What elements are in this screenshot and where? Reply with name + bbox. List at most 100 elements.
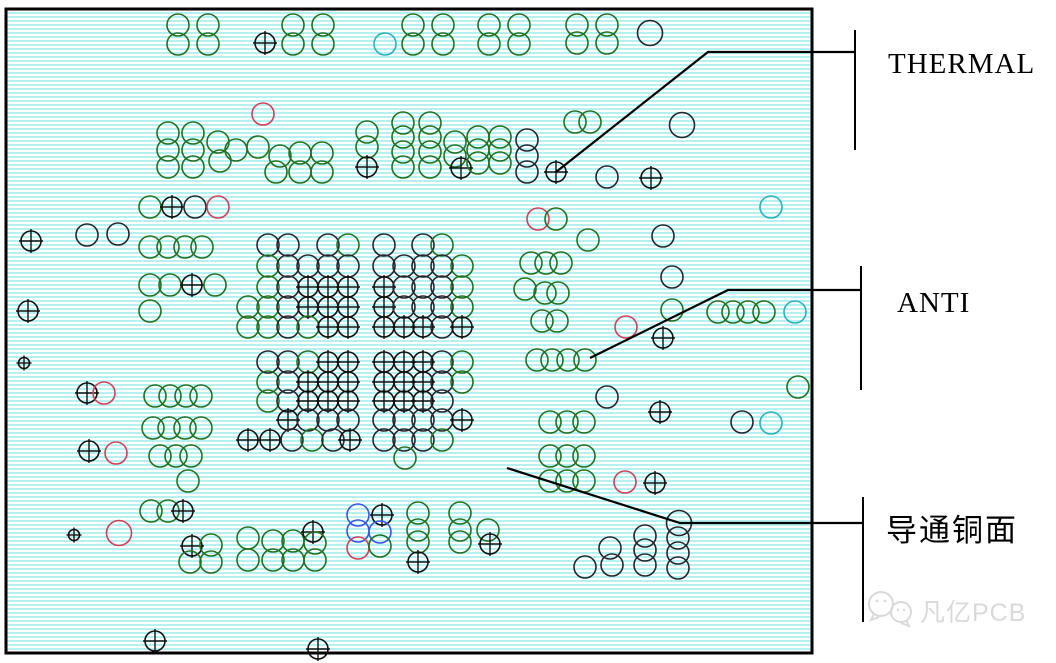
via-pad-cyan	[759, 411, 783, 435]
watermark: 凡亿PCB	[868, 591, 1025, 628]
via-pad-green	[181, 121, 205, 145]
via-pad-green	[174, 384, 198, 408]
via-pad-green	[311, 13, 335, 37]
thermal-relief-pad	[160, 195, 184, 219]
via-pad-green	[565, 13, 589, 37]
via-pad-green	[261, 548, 285, 572]
via-pad-green	[406, 501, 430, 525]
via-pad-dark	[651, 224, 675, 248]
via-pad-green	[786, 375, 810, 399]
via-pad-green	[448, 530, 472, 554]
via-pad-green	[199, 533, 223, 557]
via-pad-dark	[730, 410, 754, 434]
via-pad-dark	[430, 275, 454, 299]
via-pad-dark	[296, 408, 320, 432]
via-pad-green	[256, 315, 280, 339]
via-pad-green	[281, 32, 305, 56]
via-pad-green	[138, 299, 162, 323]
via-pad-green	[173, 235, 197, 259]
via-pad-green	[488, 125, 512, 149]
thermal-relief-pad	[171, 499, 195, 523]
via-pad-dark	[276, 315, 300, 339]
via-pad-green	[391, 125, 415, 149]
thermal-relief-pad	[143, 629, 167, 653]
via-pad-green	[310, 160, 334, 184]
via-pad-green	[507, 32, 531, 56]
via-pad-green	[303, 548, 327, 572]
via-pad-green	[538, 469, 562, 493]
via-pad-dark	[106, 222, 130, 246]
via-pad-dark	[411, 408, 435, 432]
via-pad-green	[190, 235, 214, 259]
leader-line-copper	[506, 466, 863, 525]
via-pad-green	[236, 315, 260, 339]
via-pad-dark	[256, 233, 280, 257]
via-pad-green	[196, 13, 220, 37]
via-pad-green	[430, 233, 454, 257]
label-anti: ANTI	[897, 287, 970, 319]
via-pad-green	[164, 444, 188, 468]
via-pad-green	[391, 111, 415, 135]
via-pad-red	[614, 315, 638, 339]
via-pad-green	[158, 384, 182, 408]
via-pad-green	[450, 370, 474, 394]
via-pad-green	[418, 125, 442, 149]
via-pad-green	[173, 416, 197, 440]
via-pad-green	[533, 281, 557, 305]
via-pad-dark	[392, 254, 416, 278]
via-pad-dark	[636, 19, 664, 47]
thermal-relief-pad	[306, 637, 330, 661]
via-pad-green	[166, 32, 190, 56]
via-pad-dark	[666, 556, 690, 580]
via-pad-red	[251, 102, 275, 126]
via-pad-green	[203, 273, 227, 297]
via-pad-dark	[666, 526, 690, 550]
via-pad-red	[526, 207, 550, 231]
via-pad-dark	[666, 541, 690, 565]
label-thermal: THERMAL	[888, 48, 1035, 80]
via-pad-green	[706, 300, 730, 324]
via-pad-green	[139, 499, 163, 523]
via-pad-dark	[276, 350, 300, 374]
via-pad-green	[281, 13, 305, 37]
via-pad-green	[450, 350, 474, 374]
via-pad-green	[138, 235, 162, 259]
via-pad-dark	[430, 370, 454, 394]
via-pad-dark	[430, 389, 454, 413]
via-pad-dark	[392, 428, 416, 452]
leader-line-anti	[589, 288, 861, 359]
via-pad-dark	[372, 233, 396, 257]
via-pad-dark	[668, 111, 696, 139]
via-pad-green	[488, 151, 512, 175]
via-pad-green	[525, 348, 549, 372]
via-pad-dark	[515, 128, 539, 152]
thermal-relief-pad	[75, 381, 99, 405]
via-pad-dark	[316, 233, 340, 257]
via-pad-green	[660, 298, 684, 322]
via-pad-green	[573, 348, 597, 372]
via-pad-green	[310, 141, 334, 165]
via-pad-green	[179, 444, 203, 468]
thermal-relief-pad	[66, 527, 82, 543]
via-pad-green	[261, 529, 285, 553]
via-pad-dark	[515, 160, 539, 184]
via-pad-cyan	[373, 32, 397, 56]
thermal-relief-pad	[450, 315, 474, 339]
via-pad-green	[166, 13, 190, 37]
watermark-logo-icon	[868, 591, 912, 628]
via-pad-green	[418, 140, 442, 164]
via-pad-green	[368, 534, 392, 558]
via-pad-green	[138, 273, 162, 297]
label-copper: 导通铜面	[886, 513, 1018, 548]
via-pad-green	[450, 254, 474, 278]
thermal-relief-pad	[336, 315, 360, 339]
via-pad-green	[196, 32, 220, 56]
via-pad-green	[406, 518, 430, 542]
via-pad-green	[721, 300, 745, 324]
copper-plane-box	[4, 7, 814, 655]
via-pad-dark	[633, 553, 657, 577]
via-pad-green	[555, 444, 579, 468]
via-pad-cyan	[759, 195, 783, 219]
thermal-relief-pad	[258, 428, 282, 452]
via-pad-green	[595, 31, 619, 55]
